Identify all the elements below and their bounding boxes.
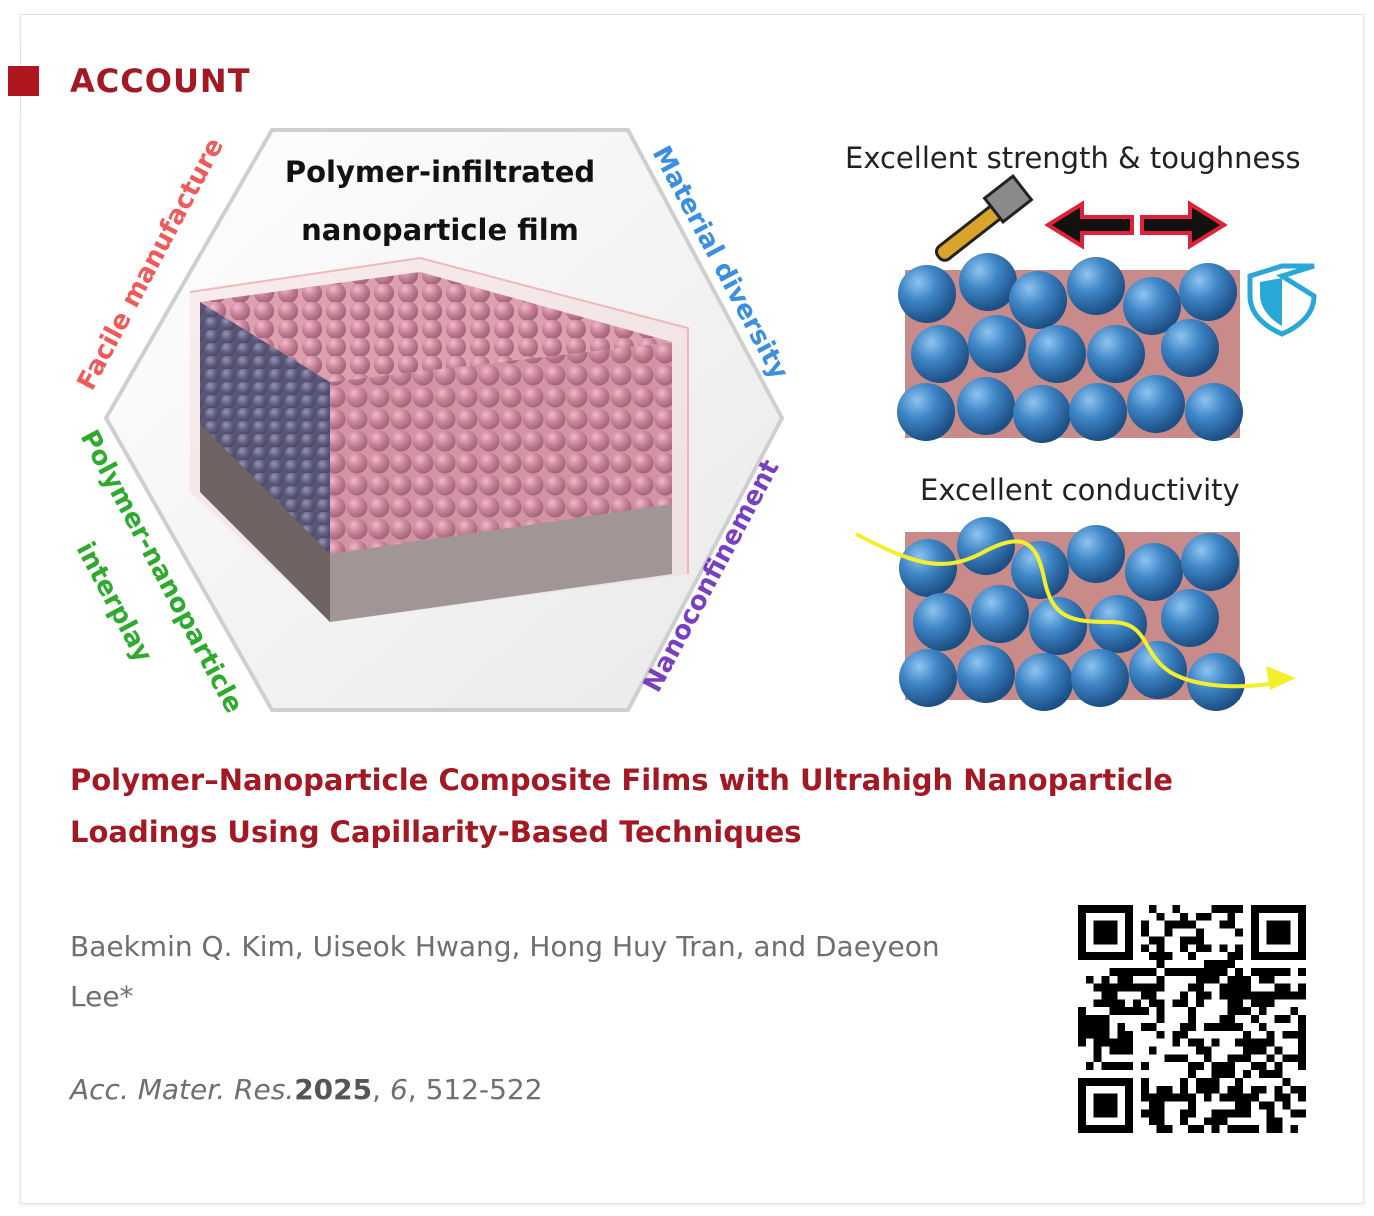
citation: Acc. Mater. Res.2025, 6, 512-522: [70, 1068, 543, 1112]
tension-arrows-icon: [1044, 200, 1228, 250]
strength-particles: [897, 253, 1243, 443]
strength-caption: Excellent strength & toughness: [845, 141, 1301, 175]
toc-graphic: Polymer-infiltrated nanoparticle film Fa…: [70, 128, 1317, 718]
shield-icon: [1247, 263, 1317, 337]
page-range: , 512-522: [407, 1073, 543, 1106]
conductivity-particles: [899, 517, 1245, 711]
qr-code-icon[interactable]: [1078, 905, 1306, 1133]
article-title-line1: Polymer–Nanoparticle Composite Films wit…: [70, 763, 1173, 797]
authors-line2: Lee*: [70, 980, 134, 1013]
film-block-illustration: [189, 256, 689, 622]
conductivity-caption: Excellent conductivity: [920, 473, 1240, 507]
hexagon-title-line2: nanoparticle film: [301, 213, 579, 247]
hammer-icon: [934, 173, 1034, 262]
author-list: Baekmin Q. Kim, Uiseok Hwang, Hong Huy T…: [70, 922, 1050, 1022]
article-title-line2: Loadings Using Capillarity-Based Techniq…: [70, 815, 802, 849]
publication-year: 2025: [294, 1073, 373, 1106]
section-label: ACCOUNT: [70, 62, 251, 100]
conduction-arrowhead: [1266, 666, 1296, 690]
hexagon-title-line1: Polymer-infiltrated: [285, 155, 595, 189]
citation-separator: ,: [372, 1073, 390, 1106]
authors-line1: Baekmin Q. Kim, Uiseok Hwang, Hong Huy T…: [70, 930, 940, 963]
conduction-path: [855, 532, 1283, 689]
journal-name: Acc. Mater. Res.: [70, 1073, 295, 1106]
article-title[interactable]: Polymer–Nanoparticle Composite Films wit…: [70, 754, 1270, 858]
volume-number: 6: [389, 1073, 408, 1106]
section-marker: [8, 66, 39, 96]
